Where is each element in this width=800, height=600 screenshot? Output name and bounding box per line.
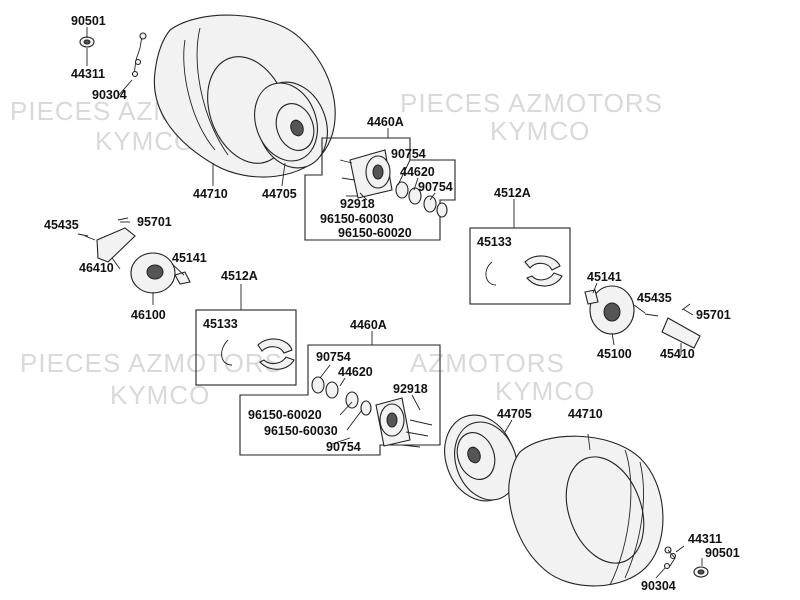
- watermark-text: AZMOTORS: [410, 348, 565, 378]
- part-label: 45435: [44, 218, 79, 232]
- part-label: 95701: [137, 215, 172, 229]
- watermark-text: KYMCO: [490, 116, 590, 146]
- part-label: 90754: [316, 350, 351, 364]
- part-label: 44311: [71, 67, 105, 81]
- brake-panel-right: [584, 285, 635, 335]
- valve-stem-top: [131, 32, 147, 78]
- part-label: 45133: [477, 235, 512, 249]
- brake-panel-left: [130, 252, 191, 294]
- part-label: 90304: [92, 88, 127, 102]
- part-label: 96150-60020: [338, 226, 412, 240]
- part-label: 46100: [131, 308, 166, 322]
- hub-box-bottom: [239, 344, 441, 456]
- valve-cap-top: [79, 36, 95, 48]
- leader-lines: [77, 27, 703, 579]
- tire-bottom: [508, 435, 664, 587]
- brake-lever-left: [84, 217, 136, 263]
- part-label: 46410: [79, 261, 114, 275]
- part-label: 44620: [400, 165, 435, 179]
- rim-top: [254, 81, 328, 169]
- part-label: 96150-60030: [320, 212, 394, 226]
- part-label: 90501: [71, 14, 106, 28]
- part-label: 45141: [587, 270, 622, 284]
- bearings-bottom: [311, 376, 372, 416]
- part-label: 95701: [696, 308, 731, 322]
- part-label: 90754: [326, 440, 361, 454]
- part-label: 90304: [641, 579, 676, 593]
- part-label: 44311: [688, 532, 722, 546]
- part-label: 4512A: [494, 186, 531, 200]
- part-labels: 90501 44311 90304 44710 44705 4460A 9075…: [44, 14, 740, 593]
- part-label: 4460A: [367, 115, 404, 129]
- hub-top: [339, 149, 393, 199]
- hub-bottom: [375, 397, 433, 448]
- part-label: 90754: [418, 180, 453, 194]
- part-label: 45410: [660, 347, 695, 361]
- part-label: 90501: [705, 546, 740, 560]
- part-label: 45100: [597, 347, 632, 361]
- part-label: 44710: [193, 187, 228, 201]
- rim-bottom: [444, 414, 518, 502]
- part-label: 45435: [637, 291, 672, 305]
- valve-cap-bottom: [693, 566, 709, 578]
- part-label: 90754: [391, 147, 426, 161]
- part-label: 44705: [262, 187, 297, 201]
- part-label: 4460A: [350, 318, 387, 332]
- part-label: 96150-60020: [248, 408, 322, 422]
- part-label: 92918: [393, 382, 428, 396]
- part-label: 45133: [203, 317, 238, 331]
- watermark-text: PIECES AZMOTORS: [20, 348, 283, 378]
- part-label: 44620: [338, 365, 373, 379]
- part-label: 44705: [497, 407, 532, 421]
- watermark-text: KYMCO: [495, 376, 595, 406]
- bearings-top: [395, 181, 448, 218]
- part-label: 92918: [340, 197, 375, 211]
- shoe-box-left: [195, 309, 297, 386]
- part-label: 45141: [172, 251, 207, 265]
- brake-lever-right: [644, 303, 701, 349]
- part-label: 44710: [568, 407, 603, 421]
- shoe-box-right: [469, 227, 571, 305]
- watermark-text: PIECES AZMOTORS: [400, 88, 663, 118]
- valve-stem-bottom: [663, 546, 677, 570]
- part-label: 96150-60030: [264, 424, 338, 438]
- watermark-text: KYMCO: [110, 380, 210, 410]
- part-label: 4512A: [221, 269, 258, 283]
